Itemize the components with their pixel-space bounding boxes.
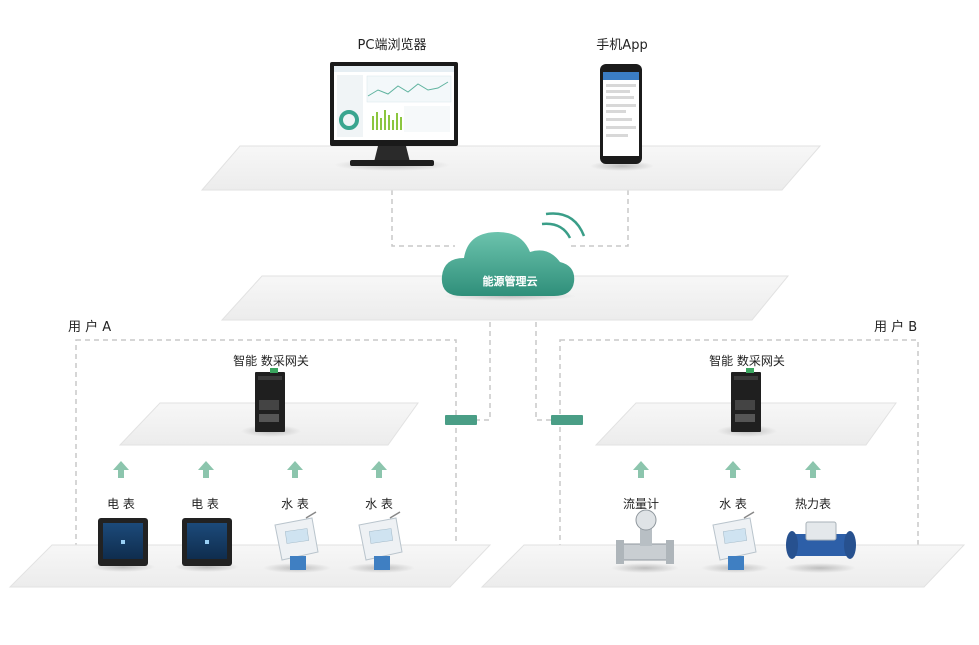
device-b-label: 水 表: [719, 497, 747, 511]
arrow-up-icon: [725, 461, 741, 478]
arrow-up-icon: [805, 461, 821, 478]
arrow-up-icon: [287, 461, 303, 478]
energy-cloud-icon: [441, 212, 586, 301]
up-arrows: [113, 461, 821, 478]
top-platform: [200, 145, 822, 191]
gateway-a-label: 智能 数采网关: [233, 354, 309, 368]
water-meter-icon: [701, 511, 769, 573]
mobile-phone-icon: [590, 64, 654, 171]
gateway-a-device-icon: [241, 368, 301, 437]
heat-meter-icon: [784, 521, 856, 573]
water-meter-icon: [263, 511, 331, 573]
water-meter-icon: [347, 511, 415, 573]
mobile-app-label: 手机App: [596, 38, 648, 53]
arrow-up-icon: [371, 461, 387, 478]
device-a-label: 电 表: [191, 497, 219, 511]
user-a-title: 用 户 A: [68, 320, 112, 335]
user-b-title: 用 户 B: [874, 320, 918, 335]
arrow-up-icon: [633, 461, 649, 478]
gateway-b-label: 智能 数采网关: [709, 354, 785, 368]
flow-meter-icon: [611, 509, 679, 573]
device-a-label: 水 表: [281, 497, 309, 511]
pc-browser-label: PC端浏览器: [357, 38, 427, 53]
cloud-label: 能源管理云: [482, 275, 538, 288]
connector-a: [445, 415, 477, 425]
devices-a-platform: [8, 544, 492, 588]
pc-monitor-icon: [330, 62, 458, 171]
arrow-up-icon: [198, 461, 214, 478]
device-b-label: 热力表: [794, 497, 831, 511]
arrow-up-icon: [113, 461, 129, 478]
device-a-label: 水 表: [365, 497, 393, 511]
connector-b: [551, 415, 583, 425]
electric-meter-icon: [91, 518, 155, 572]
device-b-label: 流量计: [622, 497, 659, 511]
electric-meter-icon: [175, 518, 239, 572]
gateway-b-device-icon: [717, 368, 777, 437]
device-a-label: 电 表: [107, 497, 135, 511]
